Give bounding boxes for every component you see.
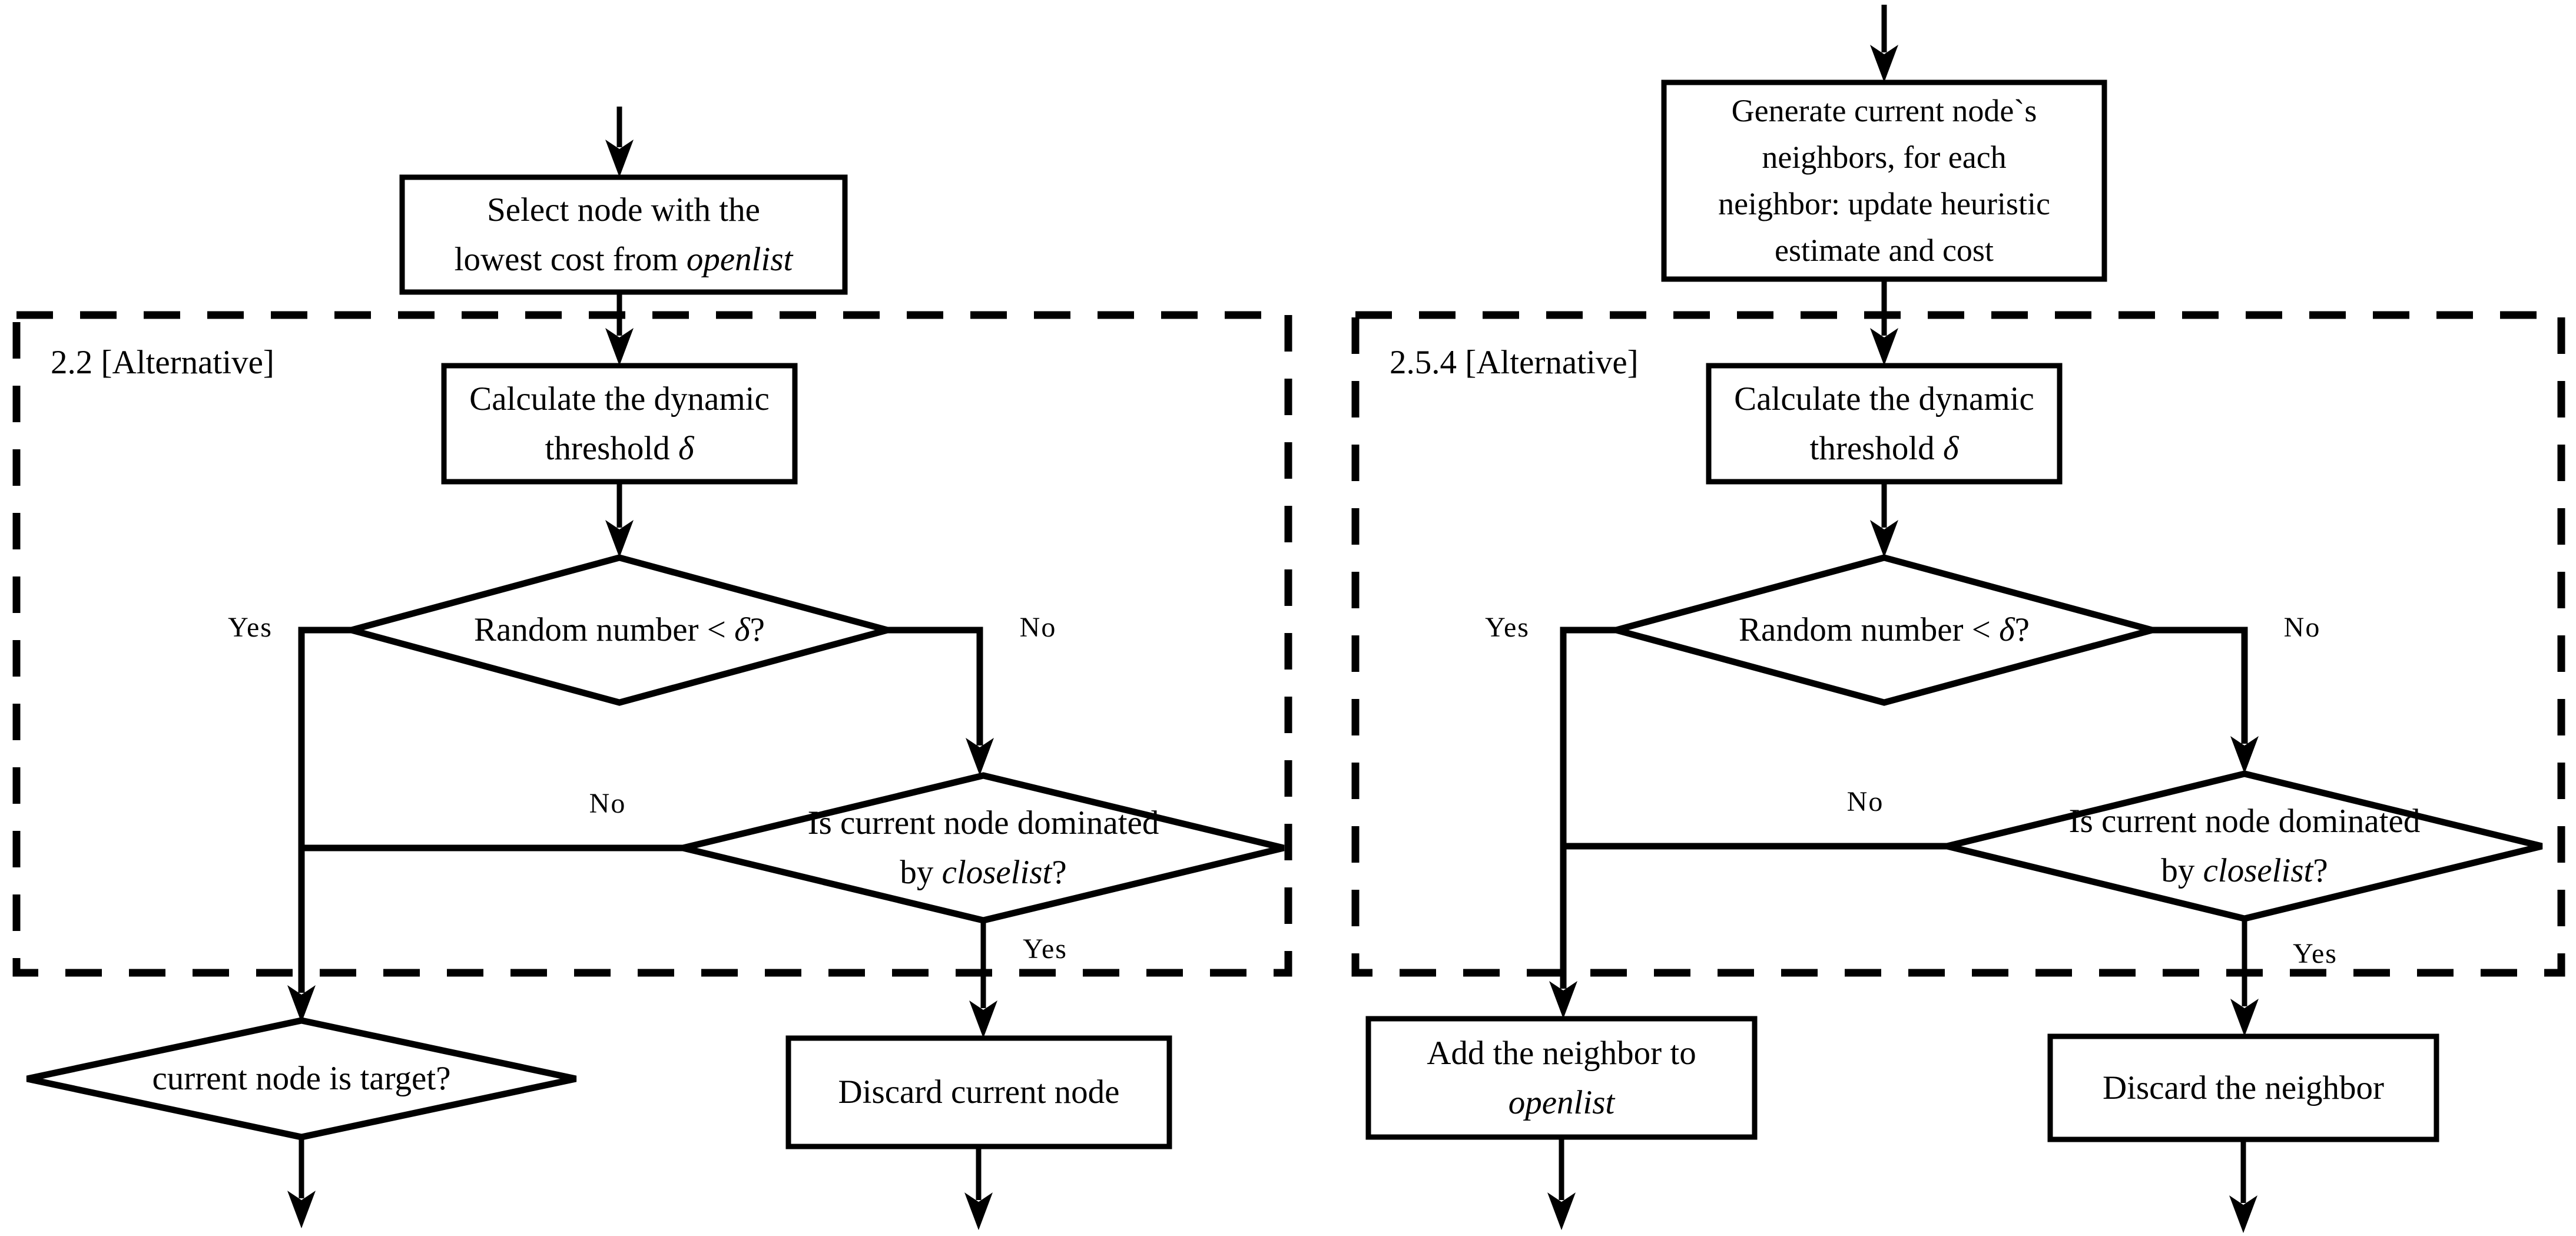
right-generate-box-label: Generate current node`s neighbors, for e… bbox=[1718, 93, 2050, 268]
right-dominated-no-label: No bbox=[1846, 786, 1884, 817]
right-connector-generate-to-calc bbox=[1870, 279, 1898, 366]
left-connector-select-to-calc bbox=[605, 292, 634, 366]
left-yes-branch-line bbox=[287, 627, 352, 1023]
left-select-node-box bbox=[399, 174, 848, 295]
left-dominated-yes-label: Yes bbox=[1023, 933, 1067, 965]
left-dominated-yes-line bbox=[969, 920, 997, 1038]
right-yes-branch-line bbox=[1549, 627, 1616, 1019]
left-random-diamond-label: Random number < δ? bbox=[474, 611, 765, 648]
right-entry-arrow bbox=[1870, 5, 1898, 82]
left-dominated-diamond-label: Is current node dominated by closelist? bbox=[807, 804, 1159, 891]
right-random-no-label: No bbox=[2283, 612, 2321, 643]
right-random-yes-label: Yes bbox=[1485, 612, 1530, 643]
right-discard-exit-arrow bbox=[2229, 1139, 2257, 1233]
left-target-exit-arrow bbox=[287, 1137, 316, 1228]
left-random-yes-label: Yes bbox=[228, 612, 273, 643]
right-alternative-group-frame bbox=[1351, 311, 2565, 977]
right-discard-box-label: Discard the neighbor bbox=[2102, 1069, 2384, 1106]
right-no-branch-line bbox=[2152, 627, 2259, 774]
left-connector-calc-to-random bbox=[605, 482, 634, 558]
right-add-neighbor-box-label: Add the neighbor to openlist bbox=[1427, 1034, 1696, 1121]
right-random-diamond bbox=[1603, 554, 2165, 706]
left-group-tag: 2.2 [Alternative] bbox=[51, 344, 274, 381]
left-no-branch-line bbox=[887, 627, 994, 776]
right-group-tag: 2.5.4 [Alternative] bbox=[1390, 344, 1639, 381]
left-target-diamond-label: current node is target? bbox=[152, 1060, 451, 1097]
left-random-no-label: No bbox=[1019, 612, 1057, 643]
left-discard-box-label: Discard current node bbox=[838, 1073, 1120, 1111]
left-select-node-box-label: Select node with the lowest cost from op… bbox=[454, 191, 793, 278]
right-add-exit-arrow bbox=[1547, 1137, 1576, 1230]
right-dominated-yes-line bbox=[2230, 919, 2259, 1036]
left-calc-threshold-box-label: Calculate the dynamic threshold δ bbox=[469, 380, 770, 467]
left-discard-exit-arrow bbox=[964, 1146, 993, 1230]
left-entry-arrow bbox=[605, 107, 634, 177]
right-calc-threshold-box-label: Calculate the dynamic threshold δ bbox=[1734, 380, 2034, 467]
right-random-diamond-label: Random number < δ? bbox=[1739, 611, 2030, 648]
left-dominated-no-label: No bbox=[589, 788, 626, 819]
right-dominated-diamond-label: Is current node dominated by closelist? bbox=[2068, 803, 2421, 889]
right-dominated-yes-label: Yes bbox=[2293, 938, 2338, 969]
left-alternative-group-frame bbox=[12, 311, 1292, 977]
right-connector-calc-to-random bbox=[1870, 482, 1898, 558]
left-random-diamond bbox=[339, 554, 900, 706]
